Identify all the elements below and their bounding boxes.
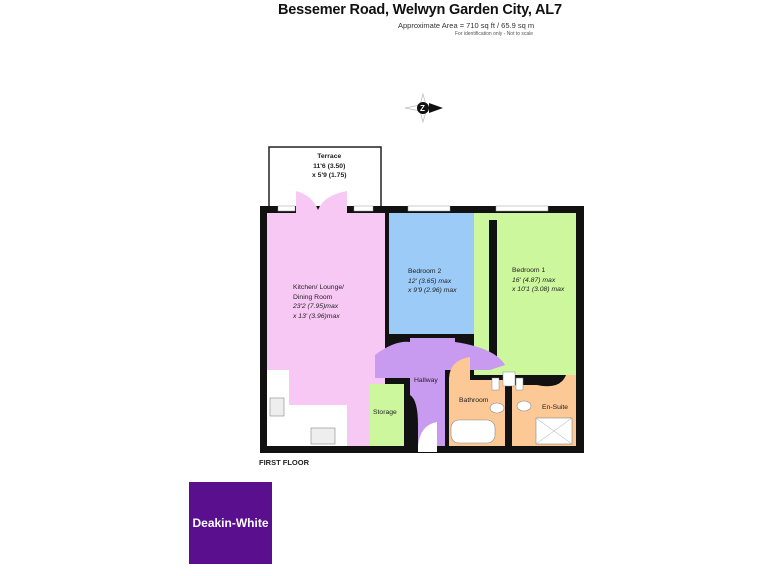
room-dim: x 9'9 (2.96) max xyxy=(408,287,457,294)
toilet-icon xyxy=(489,402,505,414)
french-doors xyxy=(296,191,347,213)
terrace-label: Terrace 11'6 (3.50) x 5'9 (1.75) xyxy=(312,152,347,181)
hallway-label: Hallway xyxy=(414,377,438,384)
entrance-door[interactable] xyxy=(418,422,437,452)
room-name: Bedroom 2 xyxy=(408,268,442,275)
cupboard xyxy=(502,371,516,387)
hallway xyxy=(375,338,505,446)
room-dim: x 10'1 (3.08) max xyxy=(512,286,565,293)
toilet-icon xyxy=(516,400,532,412)
room-dim: 16' (4.87) max xyxy=(512,276,556,284)
storage-label: Storage xyxy=(373,409,397,416)
scale-note: For identification only - Not to scale xyxy=(455,31,534,37)
bath-icon xyxy=(450,419,496,444)
window xyxy=(353,205,374,212)
agent-logo: Deakin-White xyxy=(189,482,272,564)
bedroom-2-label: Bedroom 2 12' (3.65) max x 9'9 (2.96) ma… xyxy=(408,267,457,296)
room-dim: x 13' (3.96)max xyxy=(293,312,340,320)
logo-text: Deakin-White xyxy=(192,516,269,530)
floor-label: FIRST FLOOR xyxy=(259,458,309,467)
sink-icon xyxy=(310,427,336,445)
room-name: Kitchen/ Lounge/ xyxy=(293,284,345,291)
window xyxy=(277,205,296,212)
basin-icon xyxy=(491,377,500,391)
hob-icon xyxy=(269,397,285,417)
page-title: Bessemer Road, Welwyn Garden City, AL7 xyxy=(278,2,562,18)
room-dim: 12' (3.65) max xyxy=(408,277,452,285)
room-dim: x 5'9 (1.75) xyxy=(312,172,347,179)
room-name: Terrace xyxy=(317,153,342,160)
basin-icon xyxy=(515,377,524,391)
svg-text:Z: Z xyxy=(420,104,425,113)
north-compass-icon: Z xyxy=(404,92,443,124)
approximate-area: Approximate Area = 710 sq ft / 65.9 sq m xyxy=(398,21,535,30)
bathroom-label: Bathroom xyxy=(459,397,489,404)
storage xyxy=(370,384,404,446)
window xyxy=(407,205,451,212)
window xyxy=(495,205,549,212)
room-name: Bedroom 1 xyxy=(512,267,546,274)
en-suite-label: En-Suite xyxy=(542,404,569,411)
room-dim: 11'6 (3.50) xyxy=(313,162,346,170)
room-name: Dining Room xyxy=(293,293,333,301)
kitchen-label: Kitchen/ Lounge/ Dining Room 23'2 (7.95)… xyxy=(293,283,344,321)
bedroom-2 xyxy=(389,213,485,334)
bedroom-1-label: Bedroom 1 16' (4.87) max x 10'1 (3.08) m… xyxy=(512,266,564,295)
room-dim: 23'2 (7.95)max xyxy=(293,303,339,310)
